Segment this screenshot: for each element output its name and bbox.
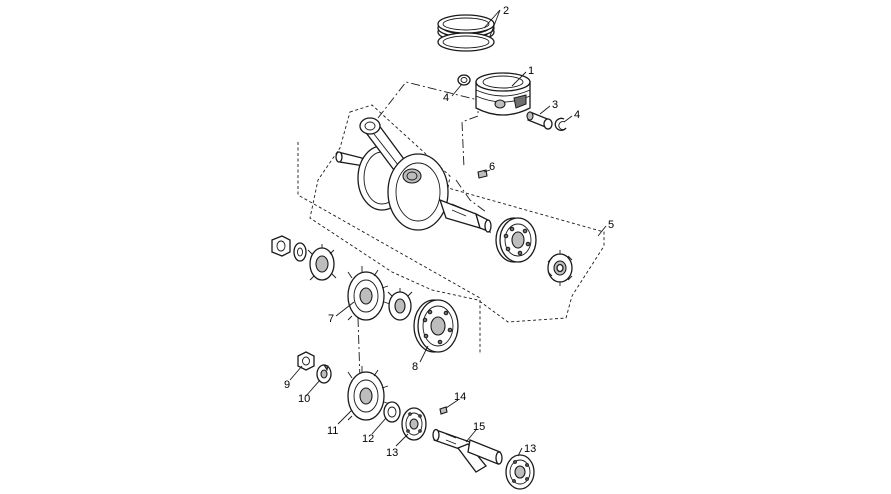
- callout-8: 8: [412, 361, 418, 373]
- circlip-left: [457, 74, 471, 86]
- balancer-driven-gear: [347, 366, 391, 421]
- balancer-nut: [297, 351, 315, 371]
- callout-3: 3: [552, 99, 558, 111]
- balancer-key: [439, 406, 448, 415]
- lock-washer: [316, 364, 332, 384]
- balancer-shaft-bearing-right: [505, 454, 535, 490]
- left-washer: [293, 242, 307, 262]
- left-shaft-nut: [271, 235, 291, 257]
- callout-15: 15: [473, 421, 485, 433]
- callout-9: 9: [284, 379, 290, 391]
- piston-pin: [526, 111, 553, 130]
- callout-13-left: 13: [386, 447, 398, 459]
- callout-12: 12: [362, 433, 374, 445]
- right-timing-gear: [547, 250, 573, 286]
- crankshaft-assembly-outline: [309, 104, 605, 323]
- callout-1: 1: [528, 65, 534, 77]
- callout-11: 11: [327, 425, 338, 437]
- piston-rings: [437, 14, 495, 52]
- balancer-shaft: [432, 428, 503, 473]
- pin-centre-line: [455, 179, 487, 213]
- leader-lines: [289, 9, 607, 457]
- balancer-drive-gear: [347, 266, 391, 321]
- callout-4-right: 4: [574, 109, 580, 121]
- balancer-bearing: [413, 299, 459, 353]
- callout-labels: 2 1 4 3 4 6 5 7 8 9 10 11 12 14 15 13 13: [284, 5, 614, 459]
- callout-6: 6: [489, 161, 495, 173]
- bush: [383, 401, 401, 423]
- callout-2: 2: [503, 5, 509, 17]
- crankshaft: [335, 117, 492, 234]
- left-drive-gear: [307, 244, 337, 281]
- callout-4-left: 4: [443, 92, 449, 104]
- callout-7: 7: [328, 313, 334, 325]
- balancer-shaft-bearing-left: [401, 407, 427, 441]
- callout-10: 10: [298, 393, 310, 405]
- piston: [475, 72, 531, 116]
- shaft-collar: [387, 288, 413, 321]
- circlip-right: [554, 117, 567, 131]
- callout-14: 14: [454, 391, 466, 403]
- callout-13-right: 13: [524, 443, 536, 455]
- callout-5: 5: [608, 219, 614, 231]
- gear-centre-line: [357, 317, 361, 381]
- right-main-bearing: [495, 217, 537, 263]
